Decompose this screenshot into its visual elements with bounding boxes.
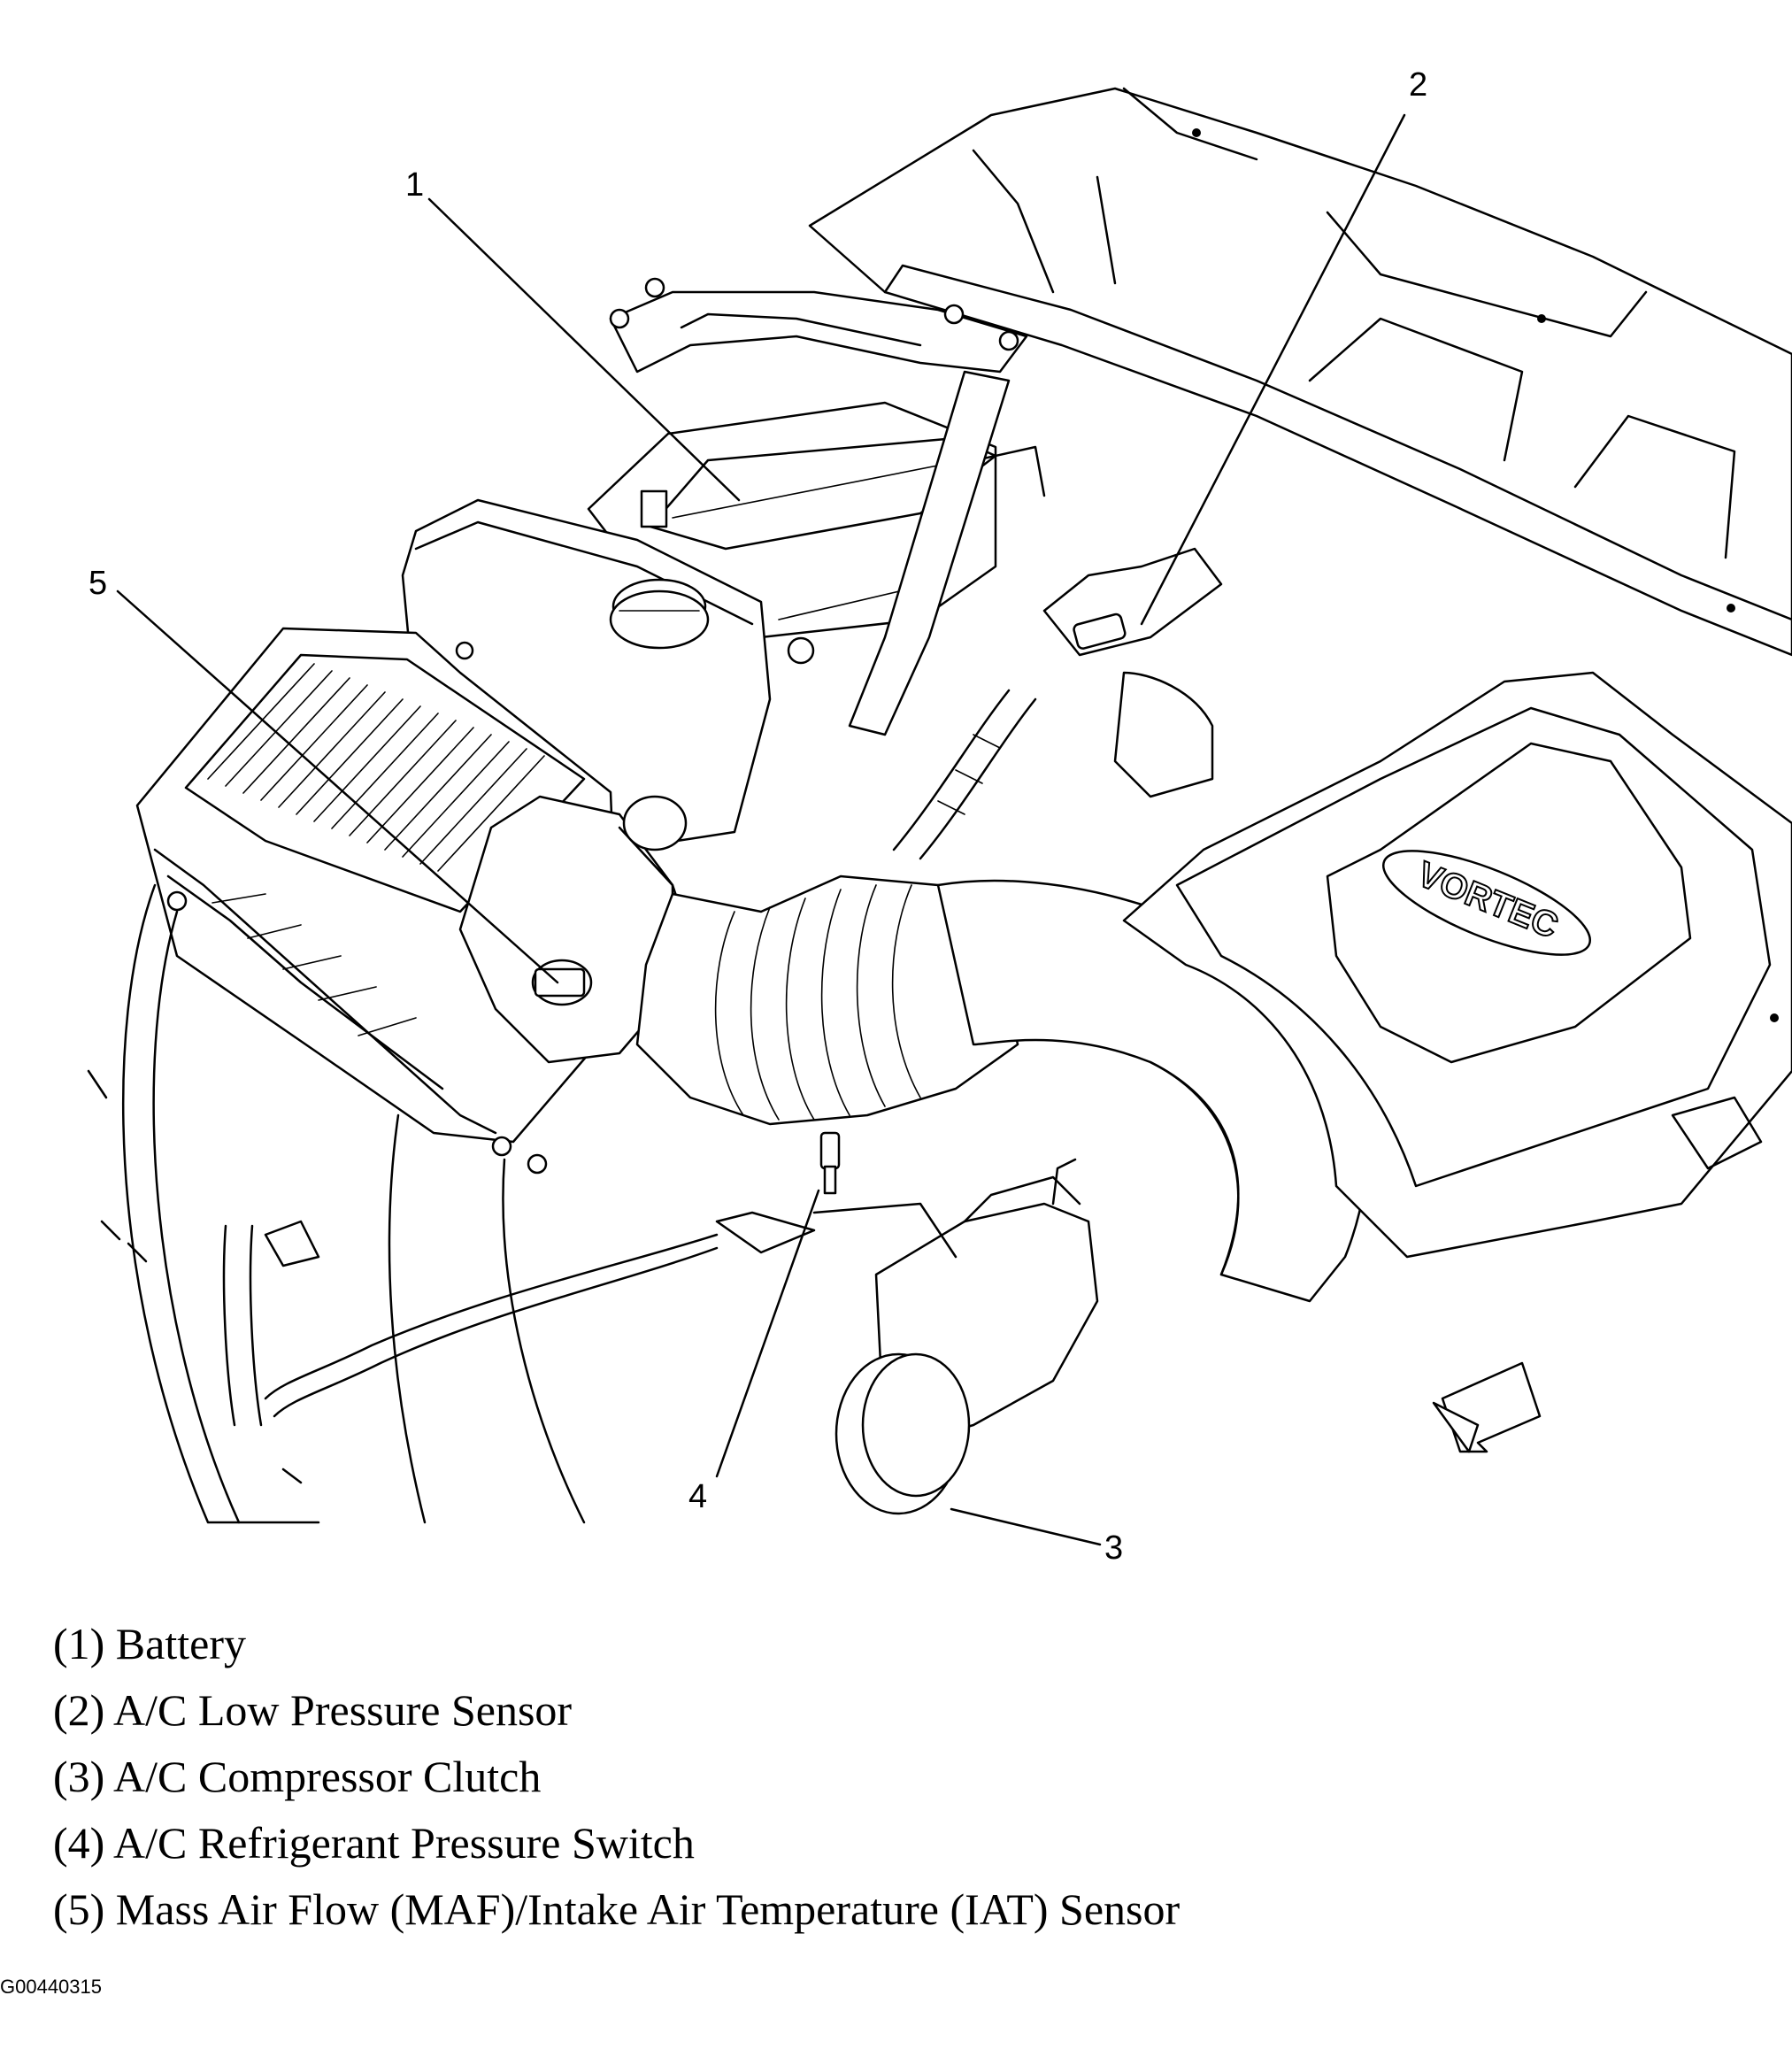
component-legend: (1) Battery (2) A/C Low Pressure Sensor … — [53, 1611, 1180, 1943]
callout-number-1: 1 — [405, 166, 425, 204]
air-filter-pleats — [207, 663, 545, 872]
callout-number-5: 5 — [88, 565, 108, 602]
legend-item-ac-low-pressure-sensor: (2) A/C Low Pressure Sensor — [53, 1685, 573, 1735]
callout-number-3: 3 — [1104, 1529, 1124, 1567]
engine-cover: VORTEC — [1122, 671, 1792, 1259]
ac-compressor — [834, 1158, 1099, 1515]
ac-refrigerant-pressure-switch — [264, 1131, 958, 1418]
callout-leaders — [116, 113, 1406, 1546]
ac-low-pressure-sensor — [1073, 612, 1127, 650]
maf-sensor — [458, 795, 710, 1064]
ac-low-pressure-line — [892, 547, 1223, 860]
callout-number-2: 2 — [1409, 66, 1428, 104]
leader-line-2 — [1140, 113, 1406, 626]
leader-line-4 — [715, 1189, 820, 1478]
legend-item-ac-refrigerant-pressure-switch: (4) A/C Refrigerant Pressure Switch — [53, 1818, 695, 1868]
leader-line-3 — [950, 1507, 1102, 1546]
legend-item-maf-iat-sensor: (5) Mass Air Flow (MAF)/Intake Air Tempe… — [53, 1884, 1181, 1934]
fender-liner — [122, 883, 586, 1524]
battery-bracket — [609, 277, 1028, 736]
leader-line-1 — [427, 197, 741, 502]
legend-item-battery: (1) Battery — [53, 1619, 246, 1668]
figure-id: G00440315 — [0, 1976, 102, 1998]
callout-number-4: 4 — [688, 1478, 708, 1515]
cowl-panel — [808, 87, 1792, 657]
front-direction-arrow-icon — [1432, 1361, 1542, 1453]
left-side-lines — [87, 1069, 320, 1484]
legend-item-ac-compressor-clutch: (3) A/C Compressor Clutch — [53, 1752, 542, 1801]
leader-line-5 — [116, 589, 559, 984]
